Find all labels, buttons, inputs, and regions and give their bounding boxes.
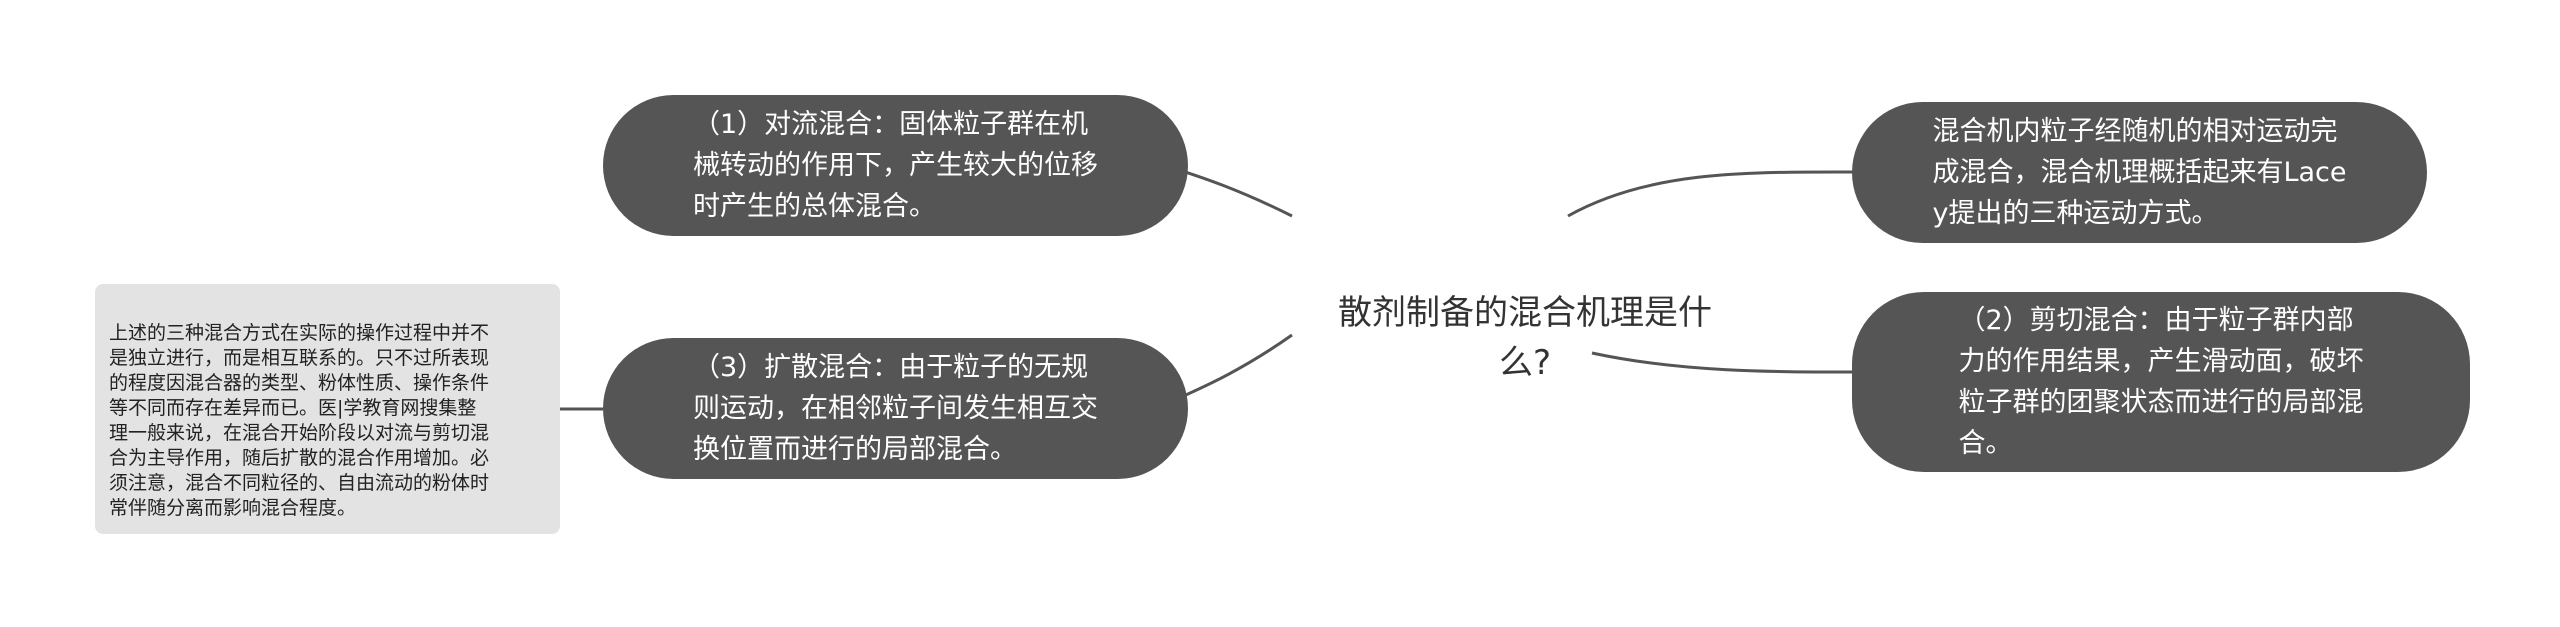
- branch-intro[interactable]: 混合机内粒子经随机的相对运动完 成混合，混合机理概括起来有Lace y提出的三种…: [1852, 102, 2427, 243]
- branch-convection-mixing[interactable]: （1）对流混合：固体粒子群在机 械转动的作用下，产生较大的位移 时产生的总体混合…: [603, 95, 1188, 236]
- central-topic[interactable]: 散剂制备的混合机理是什 么?: [1300, 238, 1750, 383]
- detail-note[interactable]: 上述的三种混合方式在实际的操作过程中并不 是独立进行，而是相互联系的。只不过所表…: [95, 284, 560, 534]
- link-center-to-diffusion: [1168, 333, 1293, 407]
- detail-note-text: 上述的三种混合方式在实际的操作过程中并不 是独立进行，而是相互联系的。只不过所表…: [109, 322, 490, 519]
- branch-diffusion-mixing[interactable]: （3）扩散混合：由于粒子的无规 则运动，在相邻粒子间发生相互交 换位置而进行的局…: [603, 338, 1188, 479]
- branch-shear-mixing[interactable]: （2）剪切混合：由于粒子群内部 力的作用结果，产生滑动面，破坏 粒子群的团聚状态…: [1852, 292, 2470, 472]
- branch-shear-text: （2）剪切混合：由于粒子群内部 力的作用结果，产生滑动面，破坏 粒子群的团聚状态…: [1958, 305, 2364, 459]
- branch-diffusion-text: （3）扩散混合：由于粒子的无规 则运动，在相邻粒子间发生相互交 换位置而进行的局…: [693, 352, 1098, 465]
- central-topic-title: 散剂制备的混合机理是什 么?: [1338, 293, 1712, 383]
- branch-intro-text: 混合机内粒子经随机的相对运动完 成混合，混合机理概括起来有Lace y提出的三种…: [1932, 116, 2347, 229]
- link-center-to-shear: [1591, 351, 1856, 374]
- link-center-to-intro: [1567, 170, 1856, 218]
- branch-convection-text: （1）对流混合：固体粒子群在机 械转动的作用下，产生较大的位移 时产生的总体混合…: [693, 109, 1098, 222]
